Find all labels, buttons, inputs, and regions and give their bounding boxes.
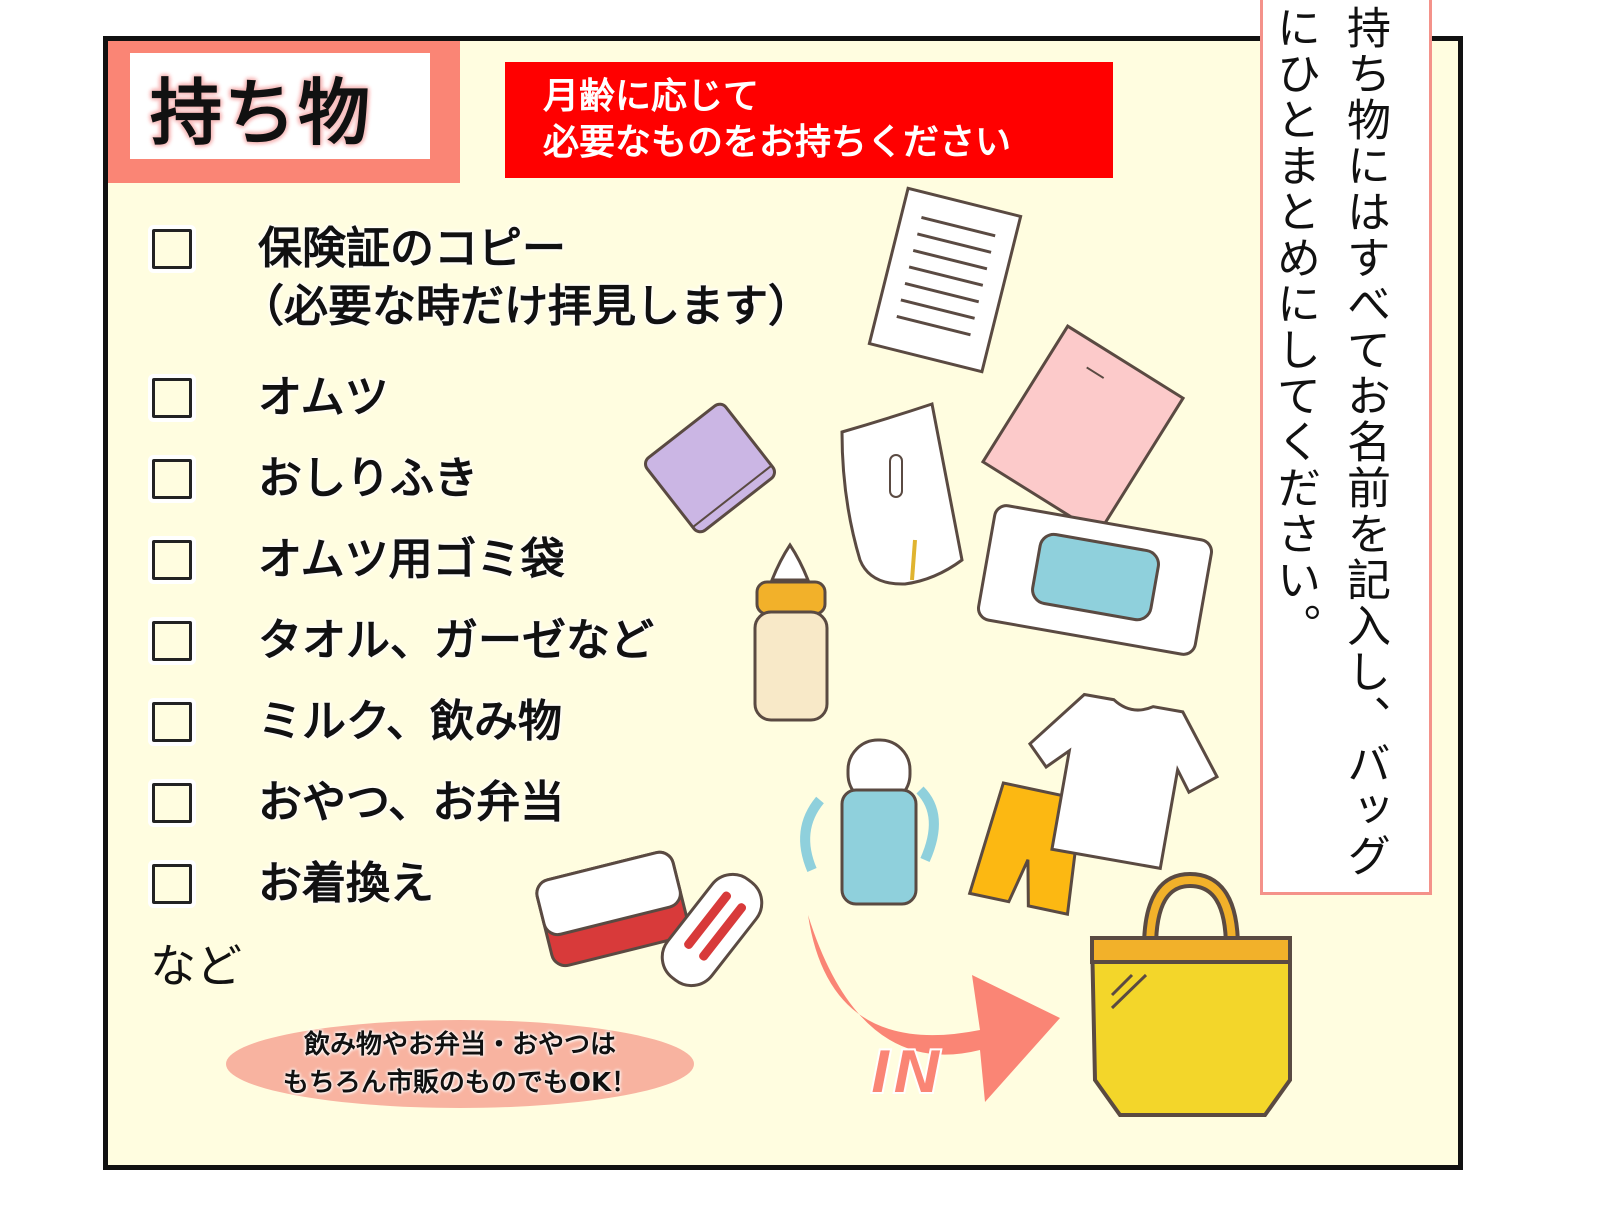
note-bubble (226, 1020, 694, 1108)
in-arrow-icon (808, 915, 1060, 1102)
checkbox[interactable] (152, 864, 192, 904)
lunchbox-icon (535, 850, 690, 968)
checkbox[interactable] (152, 459, 192, 499)
checkbox[interactable] (152, 621, 192, 661)
checkbox[interactable] (152, 783, 192, 823)
checklist-item[interactable]: タオル、ガーゼなど (152, 612, 812, 693)
in-arrow-label: IN (869, 1037, 944, 1109)
item-label: お着換え (258, 858, 434, 909)
pink-booklet-icon (980, 324, 1186, 536)
tote-bag-icon (1089, 871, 1292, 1117)
side-note: 持ち物にはすべてお名前を記入し、バッグにひとまとめにしてください。 (1260, 0, 1432, 895)
item-label: 保険証のコピー (258, 223, 566, 274)
note-line-1: 飲み物やお弁当・おやつは (303, 1030, 616, 1060)
checklist-item[interactable]: オムツ用ゴミ袋 (152, 531, 812, 612)
item-label: おやつ、お弁当 (258, 777, 565, 828)
item-label: オムツ (258, 372, 389, 423)
checkbox[interactable] (152, 378, 192, 418)
banner-line-1: 月齢に応じて (543, 76, 760, 117)
baby-bottle-icon (753, 542, 829, 722)
age-notice-banner: 月齢に応じて 必要なものをお持ちください (505, 62, 1113, 178)
title-inner: 持ち物 (130, 53, 430, 159)
item-label: ミルク、飲み物 (258, 696, 563, 747)
checklist-footer: など (150, 939, 242, 993)
checklist-item[interactable]: おやつ、お弁当 (152, 774, 812, 855)
item-sublabel: （必要な時だけ拝見します） (240, 281, 812, 332)
checkbox[interactable] (152, 229, 192, 269)
wet-wipes-icon (977, 504, 1213, 656)
checklist: 保険証のコピー （必要な時だけ拝見します） オムツ おしりふき オムツ用ゴミ袋 … (152, 220, 812, 936)
item-label: オムツ用ゴミ袋 (258, 534, 565, 585)
tshirt-icon (1027, 692, 1220, 871)
towel-icon (644, 402, 776, 534)
page-title: 持ち物 (150, 70, 373, 155)
item-label: おしりふき (258, 453, 478, 504)
diaper-icon (840, 402, 964, 586)
sippy-cup-icon (800, 738, 939, 906)
banner-line-2: 必要なものをお持ちください (543, 122, 1012, 163)
checklist-item[interactable]: 保険証のコピー （必要な時だけ拝見します） (152, 220, 812, 369)
checklist-item[interactable]: オムツ (152, 369, 812, 450)
cutlery-case-icon (660, 872, 764, 988)
checkbox[interactable] (152, 540, 192, 580)
note-bubble-text: 飲み物やお弁当・おやつは もちろん市販のものでもOK！ (226, 1020, 694, 1102)
checklist-item[interactable]: ミルク、飲み物 (152, 693, 812, 774)
document-icon (867, 186, 1023, 374)
checklist-item[interactable]: おしりふき (152, 450, 812, 531)
note-line-2: もちろん市販のものでもOK！ (282, 1068, 638, 1098)
item-label: タオル、ガーゼなど (258, 615, 654, 666)
side-note-text: 持ち物にはすべてお名前を記入し、バッグにひとまとめにしてください。 (1269, 5, 1390, 879)
checklist-item[interactable]: お着換え (152, 855, 812, 936)
checkbox[interactable] (152, 702, 192, 742)
